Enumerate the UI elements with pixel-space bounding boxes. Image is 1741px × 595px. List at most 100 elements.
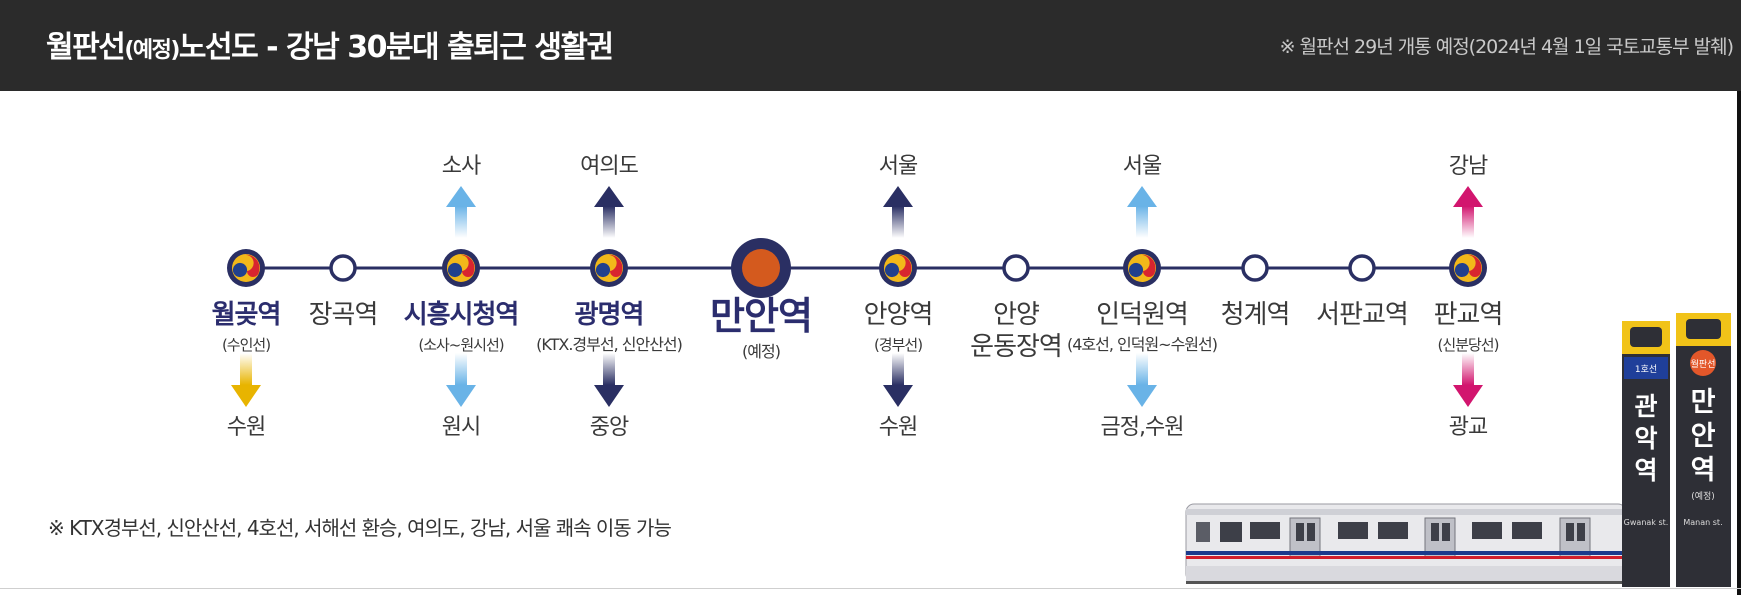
station-4-up-arrow-head — [594, 186, 624, 207]
title-main: 월판선 — [46, 30, 126, 65]
station-3-name: 시흥시청역 — [404, 300, 519, 330]
station-5 — [731, 238, 791, 298]
train-illustration — [1185, 503, 1627, 584]
station-3-up-arrow — [446, 186, 476, 238]
station-3-sub: (소사~원시선) — [418, 336, 503, 354]
station-1-marker-red — [244, 254, 260, 277]
station-6-marker-red — [896, 254, 912, 277]
transfer-footnote: ※ KTX경부선, 신안산선, 4호선, 서해선 환승, 여의도, 강남, 서울… — [48, 516, 672, 540]
bottom-divider — [0, 588, 1741, 589]
station-6-sub: (경부선) — [874, 336, 922, 354]
station-8-name: 인덕원역 — [1096, 300, 1188, 330]
station-11-marker-red — [1466, 254, 1482, 277]
station-6-down-label: 수원 — [879, 415, 917, 440]
station-8-down-arrow-head — [1127, 385, 1157, 407]
station-11-up-label: 강남 — [1449, 154, 1488, 179]
station-10-marker — [1348, 254, 1376, 282]
station-10-name: 서판교역 — [1316, 300, 1408, 330]
title-paren: (예정) — [124, 38, 180, 63]
station-8-up-label: 서울 — [1123, 154, 1162, 179]
station-9 — [1241, 254, 1269, 282]
station-11-marker-blue — [1454, 262, 1470, 278]
station-1 — [227, 249, 265, 287]
station-3-up-label: 소사 — [442, 154, 481, 179]
station-signs: 1호선 관 악 역 Gwanak st. 월판선 만 안 역 (예정) Mana… — [1622, 313, 1731, 587]
station-4-down-arrow — [594, 353, 624, 407]
station-11-up-arrow-head — [1453, 186, 1483, 207]
sign-manan-char-3: 역 — [1691, 455, 1716, 486]
station-3-down-label: 원시 — [442, 415, 480, 440]
station-6-marker-blue — [884, 262, 900, 278]
station-5-sub: (예정) — [742, 342, 780, 361]
station-4-up-label: 여의도 — [580, 154, 638, 179]
station-6-name: 안양역 — [864, 300, 933, 330]
station-3-down-arrow — [446, 353, 476, 407]
station-11-name: 판교역 — [1434, 300, 1503, 330]
station-1-down-label: 수원 — [227, 415, 265, 440]
station-4-up-arrow-shaft — [603, 206, 615, 238]
header-bar: 월판선(예정)노선도 - 강남 30분대 출퇴근 생활권 ※ 월판선 29년 개… — [0, 0, 1741, 91]
station-11-down-arrow-head — [1453, 385, 1483, 407]
station-4-down-arrow-head — [594, 385, 624, 407]
station-11-sub: (신분당선) — [1438, 336, 1499, 354]
station-11-up-arrow-shaft — [1462, 206, 1474, 238]
sign-manan-char-2: 안 — [1691, 421, 1716, 452]
station-4-down-label: 중앙 — [590, 415, 629, 440]
station-6-up-label: 서울 — [879, 154, 918, 179]
station-3-down-arrow-head — [446, 385, 476, 407]
page-title: 월판선(예정)노선도 - 강남 30분대 출퇴근 생활권 — [46, 22, 614, 66]
station-3-up-arrow-shaft — [455, 206, 467, 238]
station-2-name: 장곡역 — [309, 300, 378, 330]
station-6-down-arrow-shaft — [892, 353, 904, 385]
station-4-sub: (KTX.경부선, 신안산선) — [536, 335, 682, 354]
sign-gwanak-line: 1호선 — [1635, 364, 1657, 375]
sign-gwanak-roman: Gwanak st. — [1624, 518, 1669, 527]
station-9-marker — [1241, 254, 1269, 282]
station-1-marker-blue — [232, 262, 248, 278]
sign-gwanak-char-1: 관 — [1634, 392, 1657, 421]
station-1-name: 월곶역 — [212, 300, 281, 330]
station-8-down-label: 금정,수원 — [1101, 415, 1184, 440]
station-1-down-arrow — [231, 353, 261, 407]
sign-gwanak-char-3: 역 — [1634, 456, 1657, 485]
station-11-down-arrow-shaft — [1462, 353, 1474, 385]
sign-manan-line: 월판선 — [1691, 358, 1716, 370]
station-8-marker-red — [1140, 254, 1156, 277]
station-8-marker-blue — [1128, 262, 1144, 278]
station-2 — [329, 254, 357, 282]
station-5-marker-core — [742, 249, 780, 287]
station-7 — [1002, 254, 1030, 282]
station-3-marker-red — [459, 254, 475, 277]
sign-manan-roman: Manan st. — [1683, 518, 1722, 527]
station-3-marker-blue — [447, 262, 463, 278]
station-3 — [442, 249, 480, 287]
station-7-name: 안양 — [993, 300, 1039, 330]
station-6-up-arrow-shaft — [892, 206, 904, 238]
station-7-name-line2: 운동장역 — [970, 332, 1062, 362]
sign-manan-sub: (예정) — [1691, 491, 1715, 502]
station-4 — [590, 249, 628, 287]
station-11-down-label: 광교 — [1449, 415, 1488, 440]
station-8 — [1123, 249, 1161, 287]
station-4-down-arrow-shaft — [603, 353, 615, 385]
station-6 — [879, 249, 917, 287]
right-edge — [1737, 91, 1741, 595]
station-8-up-arrow-shaft — [1136, 206, 1148, 238]
station-2-marker — [329, 254, 357, 282]
station-11-down-arrow — [1453, 353, 1483, 407]
station-7-marker — [1002, 254, 1030, 282]
station-11-up-arrow — [1453, 186, 1483, 238]
station-8-up-arrow — [1127, 186, 1157, 238]
station-4-name: 광명역 — [575, 300, 644, 330]
station-6-down-arrow — [883, 353, 913, 407]
station-3-down-arrow-shaft — [455, 353, 467, 385]
station-3-up-arrow-head — [446, 186, 476, 207]
station-4-up-arrow — [594, 186, 624, 238]
station-8-sub: (4호선, 인덕원~수원선) — [1067, 335, 1217, 354]
station-10 — [1348, 254, 1376, 282]
title-rest: 노선도 - 강남 30분대 출퇴근 생활권 — [178, 30, 614, 65]
station-4-marker-red — [607, 254, 623, 277]
station-5-name: 만안역 — [710, 294, 812, 338]
